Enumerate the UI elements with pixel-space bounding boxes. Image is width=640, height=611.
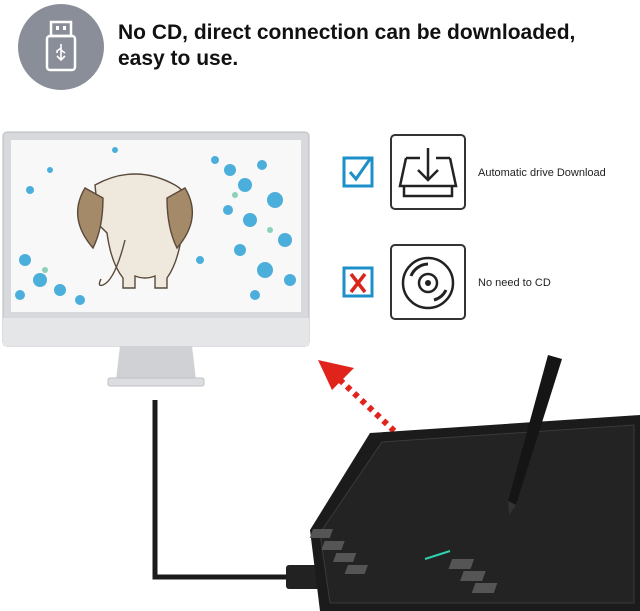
download-tray-icon	[398, 148, 458, 198]
headline-line-1: No CD, direct connection can be download…	[118, 21, 576, 44]
cd-box	[390, 244, 466, 320]
monitor-illustration	[2, 131, 310, 387]
usb-badge	[18, 4, 104, 90]
drawing-tablet	[309, 355, 640, 611]
feature-label-download: Automatic drive Download	[478, 167, 606, 179]
download-box	[390, 134, 466, 210]
feature-label-cd: No need to CD	[478, 277, 551, 289]
cross-mark-icon	[342, 266, 374, 298]
headline: No CD, direct connection can be download…	[118, 20, 638, 72]
usb-flash-drive-icon	[45, 20, 77, 72]
cd-disc-icon	[401, 256, 455, 310]
headline-line-2: easy to use.	[118, 47, 239, 70]
checkmark-icon	[342, 156, 374, 188]
